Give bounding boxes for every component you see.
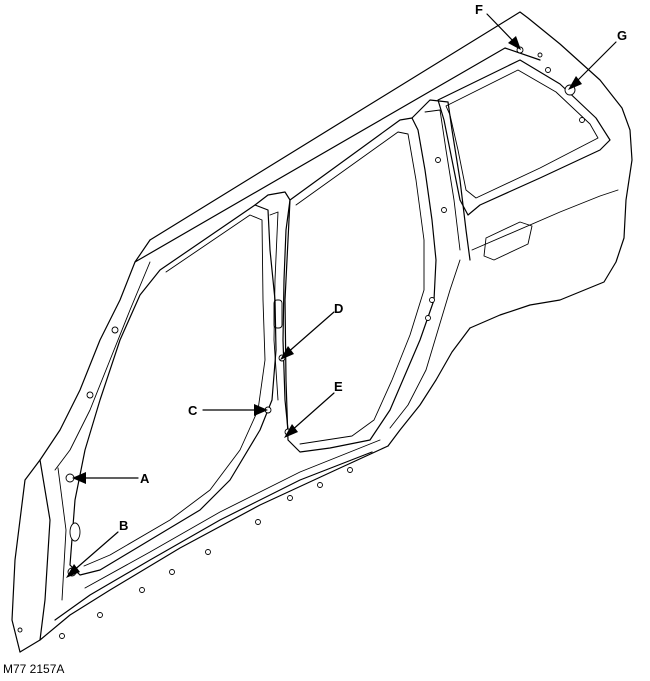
callout-e-leader	[289, 392, 335, 433]
callout-label-a: A	[140, 471, 150, 486]
rear-quarter-window	[437, 59, 619, 261]
callout-arrows	[66, 13, 617, 578]
callout-label-b: B	[119, 518, 128, 533]
callout-labels: A B C D E F G	[119, 2, 627, 533]
callout-d-leader	[285, 311, 335, 355]
callout-a-arrowhead	[72, 472, 86, 484]
callout-label-e: E	[334, 379, 343, 394]
callout-label-d: D	[334, 301, 343, 316]
fastener-holes	[17, 46, 585, 639]
callout-g-arrowhead	[568, 76, 582, 90]
callout-d-arrowhead	[280, 346, 294, 360]
callout-e-arrowhead	[284, 424, 298, 438]
body-side-outline	[11, 11, 633, 653]
callout-f-arrowhead	[508, 36, 521, 50]
callout-g-leader	[573, 41, 617, 85]
callout-b-arrowhead	[66, 564, 80, 578]
callout-label-f: F	[475, 2, 483, 17]
callout-label-g: G	[617, 28, 627, 43]
rear-door-opening	[284, 99, 471, 453]
callout-c-arrowhead	[254, 404, 268, 416]
callout-b-leader	[71, 531, 119, 573]
callout-f-leader	[486, 13, 517, 45]
b-pillar	[254, 191, 291, 431]
front-door-opening	[69, 204, 277, 576]
figure-reference: M77 2157A	[3, 662, 65, 676]
callout-label-c: C	[188, 403, 198, 418]
